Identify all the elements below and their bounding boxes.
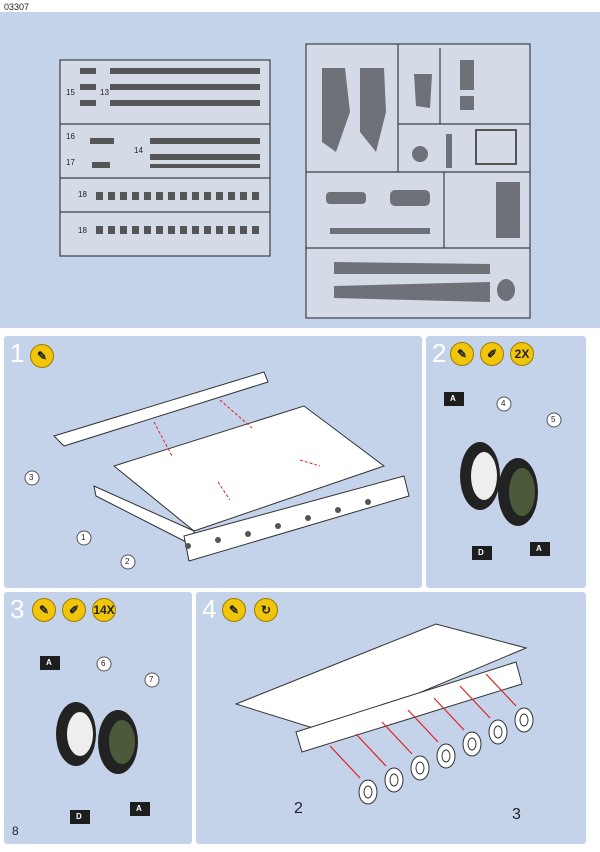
sprue-part: [410, 755, 430, 781]
sprue-part: [363, 785, 373, 799]
part-label: 16: [66, 132, 75, 141]
sprue-part: [441, 749, 451, 763]
part-label: 18: [78, 190, 87, 199]
step-number: 2: [432, 338, 447, 368]
step-1-drawing: [24, 371, 410, 570]
quantity-badge: 2X: [510, 342, 534, 366]
step-2-panel: 2 ✎ ✐ 2X 4 5 A D A: [426, 336, 586, 588]
sprue-part: [144, 226, 151, 234]
sprue-part: [467, 737, 477, 751]
part-label: 14: [134, 146, 143, 155]
sprue-part: [216, 192, 223, 200]
sprue-part: [459, 685, 491, 719]
sprue-part: [514, 707, 534, 733]
paint-code: D: [478, 548, 484, 557]
wheel-drawing: [40, 656, 160, 824]
sprue-part: [156, 192, 163, 200]
callout-label: 3: [29, 473, 34, 482]
quantity-badge: 14X: [92, 598, 116, 622]
sprue-part: [436, 743, 456, 769]
sprue-part: [96, 226, 103, 234]
sprue-part: [407, 709, 439, 743]
callout-label: 2: [125, 557, 130, 566]
sprue-part: [216, 226, 223, 234]
glue-brush-icon: ✎: [30, 344, 54, 368]
step-number: 4: [202, 594, 217, 624]
sprue-part: [252, 192, 259, 200]
step-number: 1: [10, 338, 25, 368]
sprue-part: [488, 719, 508, 745]
step-number: 3: [10, 594, 25, 624]
glue-brush-icon: ✎: [32, 598, 56, 622]
sprue-part: [192, 192, 199, 200]
sprue-part: [156, 226, 163, 234]
callout-label: 6: [101, 659, 106, 668]
product-code: 03307: [4, 2, 30, 12]
sprue-part: [192, 226, 199, 234]
sprue-part: [180, 226, 187, 234]
paint-brush-icon: ✐: [62, 598, 86, 622]
sprue-drawing: [59, 43, 531, 319]
wheel-drawing: [444, 392, 562, 560]
glue-brush-icon: ✎: [222, 598, 246, 622]
part-label: 15: [66, 88, 75, 97]
sprue-part: [204, 192, 211, 200]
sprue-part: [389, 773, 399, 787]
sprue-part: [132, 192, 139, 200]
step-1-panel: 1 ✎ 3 1 2: [4, 336, 422, 588]
sprue-overview: 15 13 16 14 17 18 18: [0, 12, 600, 328]
paint-code: A: [136, 804, 142, 813]
sprue-part: [381, 721, 413, 755]
paint-code: A: [46, 658, 52, 667]
callout-label: 3: [512, 806, 521, 823]
sprue-part: [519, 713, 529, 727]
callout-label: 4: [501, 399, 506, 408]
callout-label: 7: [149, 675, 154, 684]
paint-brush-icon: ✐: [480, 342, 504, 366]
sprue-part: [433, 697, 465, 731]
sprue-part: [493, 725, 503, 739]
sprue-part: [168, 226, 175, 234]
sprue-part: [358, 779, 378, 805]
sprue-part: [180, 192, 187, 200]
callout-label: 5: [551, 415, 556, 424]
sprue-part: [108, 226, 115, 234]
sprue-part: [240, 226, 247, 234]
part-label: 17: [66, 158, 75, 167]
sprue-part: [415, 761, 425, 775]
sprue-part: [168, 192, 175, 200]
paint-code: D: [76, 812, 82, 821]
sprue-part: [252, 226, 259, 234]
sprue-part: [120, 226, 127, 234]
sprue-part: [108, 192, 115, 200]
sprue-part: [228, 192, 235, 200]
sprue-part: [329, 745, 361, 779]
sprue-part: [355, 733, 387, 767]
sprue-part: [485, 673, 517, 707]
callout-label: 2: [294, 800, 303, 817]
sprue-part: [462, 731, 482, 757]
part-label: 18: [78, 226, 87, 235]
paint-code: A: [536, 544, 542, 553]
paint-code: A: [450, 394, 456, 403]
sprue-part: [204, 226, 211, 234]
page-number: 8: [12, 824, 19, 838]
sprue-part: [240, 192, 247, 200]
sprue-part: [120, 192, 127, 200]
step-3-panel: 3 ✎ ✐ 14X 6 7 A D A: [4, 592, 192, 844]
sprue-part: [228, 226, 235, 234]
step-4-panel: 4 ✎ ↻ 2 3: [196, 592, 586, 844]
sprue-part: [384, 767, 404, 793]
sprue-part: [132, 226, 139, 234]
rotate-icon: ↻: [254, 598, 278, 622]
glue-brush-icon: ✎: [450, 342, 474, 366]
callout-label: 1: [81, 533, 86, 542]
part-label: 13: [100, 88, 109, 97]
sprue-part: [144, 192, 151, 200]
step-4-drawing: [234, 623, 534, 805]
sprue-part: [96, 192, 103, 200]
